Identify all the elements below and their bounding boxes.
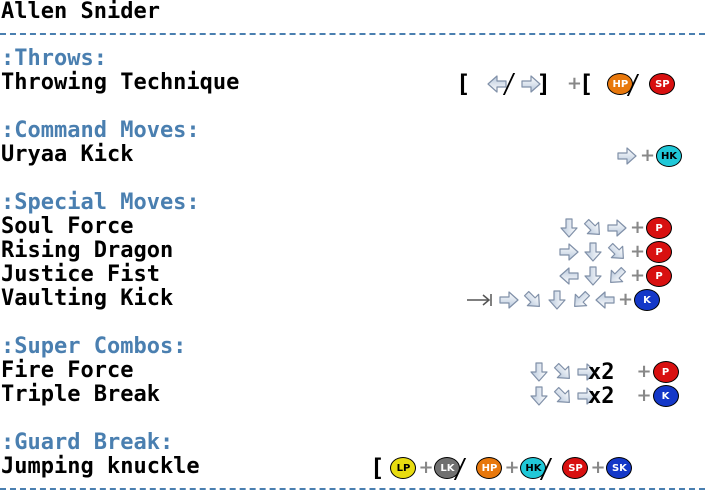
character-name: Allen Snider: [1, 0, 160, 24]
bracket-open: [: [456, 70, 471, 98]
move-soul-force: Soul Force: [1, 214, 134, 239]
k-button-icon: K: [634, 289, 660, 311]
down-back-arrow-icon: [570, 289, 592, 311]
p-button-icon: P: [646, 217, 672, 239]
bracket-open: [: [370, 454, 385, 482]
move-triple-break: Triple Break: [1, 382, 160, 407]
input-vaulting-kick: + K: [466, 288, 660, 312]
back-arrow-icon: [558, 265, 580, 287]
input-triple-break: x2 + K: [528, 384, 679, 408]
plus-icon: +: [418, 457, 434, 478]
move-jumping-knuckle: Jumping knuckle: [1, 454, 200, 479]
hp-button-icon: HP: [476, 457, 503, 479]
plus-icon: +: [630, 265, 646, 286]
move-throwing-technique: Throwing Technique: [1, 70, 240, 95]
move-vaulting-kick: Vaulting Kick: [1, 286, 174, 311]
input-uryaa-kick: + HK: [616, 144, 682, 168]
p-button-icon: P: [646, 265, 672, 287]
hp-button-icon: HP: [607, 73, 634, 95]
bracket-close: ]: [536, 70, 551, 98]
plus-icon: +: [640, 145, 656, 166]
move-fire-force: Fire Force: [1, 358, 134, 383]
input-throwing-technique: [ ] + [ HP SP: [456, 70, 676, 98]
input-jumping-knuckle: [ LP + LK HP + HK SP + SK: [370, 454, 633, 482]
dash-forward-icon: [466, 289, 496, 311]
k-button-icon: K: [652, 385, 679, 407]
plus-icon: +: [636, 385, 652, 406]
input-justice-fist: + P: [558, 264, 672, 288]
move-uryaa-kick: Uryaa Kick: [1, 142, 134, 167]
section-guard-break: :Guard Break:: [1, 430, 174, 455]
sk-button-icon: SK: [606, 457, 633, 479]
move-justice-fist: Justice Fist: [1, 262, 160, 287]
plus-icon: +: [618, 289, 634, 310]
plus-icon: +: [630, 217, 646, 238]
down-forward-arrow-icon: [522, 289, 544, 311]
section-special-moves: :Special Moves:: [1, 190, 200, 215]
sp-button-icon: SP: [562, 457, 589, 479]
input-fire-force: x2 + P: [528, 360, 679, 384]
repeat-count: x2: [588, 383, 615, 409]
lk-button-icon: LK: [434, 457, 461, 479]
hk-button-icon: HK: [520, 457, 547, 479]
bracket-open: [: [578, 70, 594, 98]
top-divider: [0, 33, 705, 35]
plus-icon: +: [636, 361, 652, 382]
p-button-icon: P: [646, 241, 672, 263]
move-rising-dragon: Rising Dragon: [1, 238, 174, 263]
left-arrow-icon: [486, 73, 508, 95]
p-button-icon: P: [652, 361, 679, 383]
repeat-count: x2: [588, 359, 615, 385]
plus-icon: +: [504, 457, 520, 478]
section-command-moves: :Command Moves:: [1, 118, 200, 143]
back-arrow-icon: [594, 289, 616, 311]
down-forward-arrow-icon: [552, 385, 574, 407]
plus-icon: +: [630, 241, 646, 262]
input-rising-dragon: + P: [558, 240, 672, 264]
bottom-divider: [0, 488, 705, 490]
lp-button-icon: LP: [390, 457, 417, 479]
down-forward-arrow-icon: [582, 217, 604, 239]
plus-icon: +: [566, 73, 582, 94]
hk-button-icon: HK: [656, 145, 682, 167]
sp-button-icon: SP: [649, 73, 676, 95]
input-soul-force: + P: [558, 216, 672, 240]
forward-arrow-icon: [616, 145, 638, 167]
forward-arrow-icon: [558, 241, 580, 263]
section-super-combos: :Super Combos:: [1, 334, 187, 359]
section-throws: :Throws:: [1, 46, 107, 71]
down-back-arrow-icon: [606, 265, 628, 287]
plus-icon: +: [590, 457, 606, 478]
